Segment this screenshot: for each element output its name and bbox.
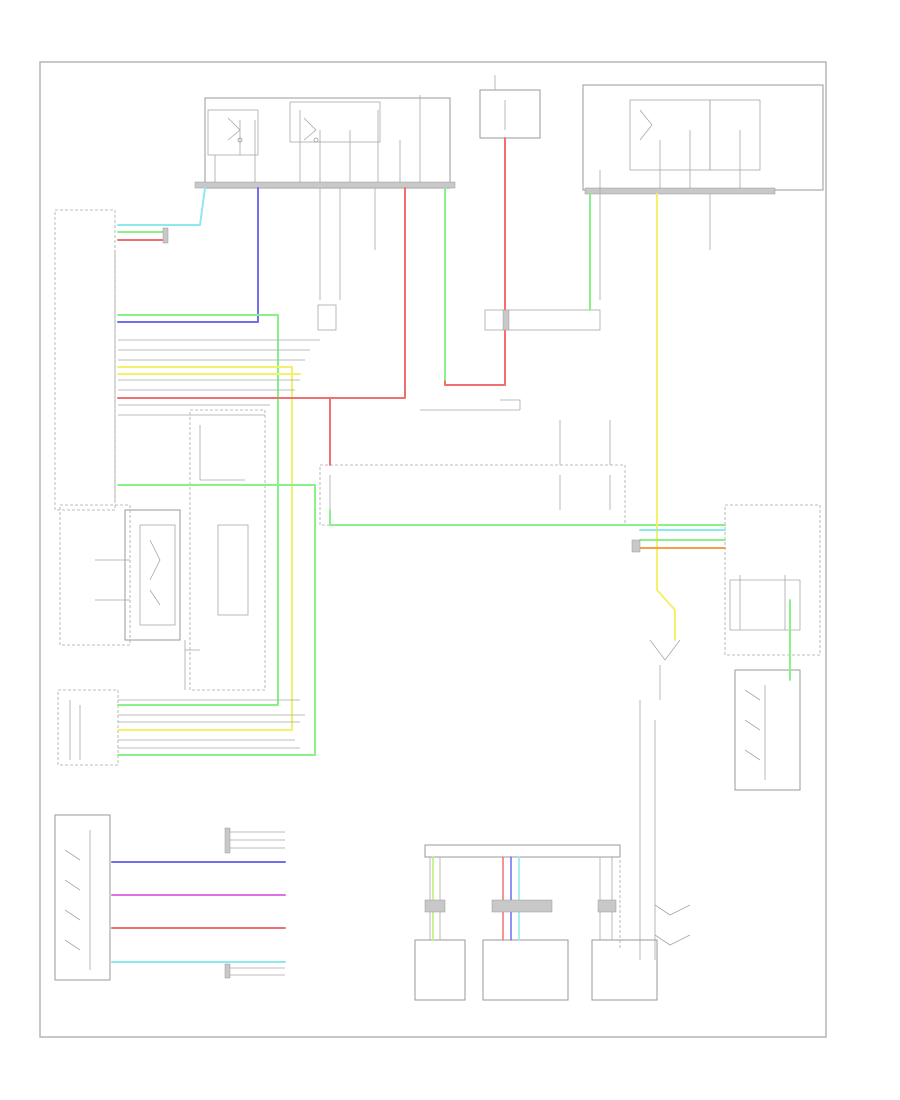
wire-blue-main: [117, 187, 259, 323]
center-left-sub-block: [184, 409, 266, 691]
wire-green-main: [117, 314, 279, 706]
wire-yellow-a: [117, 366, 293, 731]
right-switch-module: [724, 504, 821, 791]
wire-yellow-right: [656, 193, 676, 641]
colored-wires: [111, 137, 791, 963]
connector-ticks: [162, 227, 641, 979]
wire-green-lower-right: [329, 509, 726, 526]
bottom-left-module: [54, 689, 119, 981]
wire-green-long: [117, 484, 316, 756]
bottom-right-ground-switch: [654, 904, 691, 946]
top-center-fuse-block: [479, 75, 541, 139]
center-right-switch: [619, 639, 681, 960]
left-control-module: [54, 209, 181, 646]
neutral-wires: [118, 188, 711, 976]
bottom-center-components: [414, 844, 658, 1001]
wire-cyan-top: [117, 187, 206, 226]
diagram-frame: [39, 61, 827, 1038]
top-connector-row: [194, 181, 776, 195]
wire-red-main: [117, 187, 406, 399]
